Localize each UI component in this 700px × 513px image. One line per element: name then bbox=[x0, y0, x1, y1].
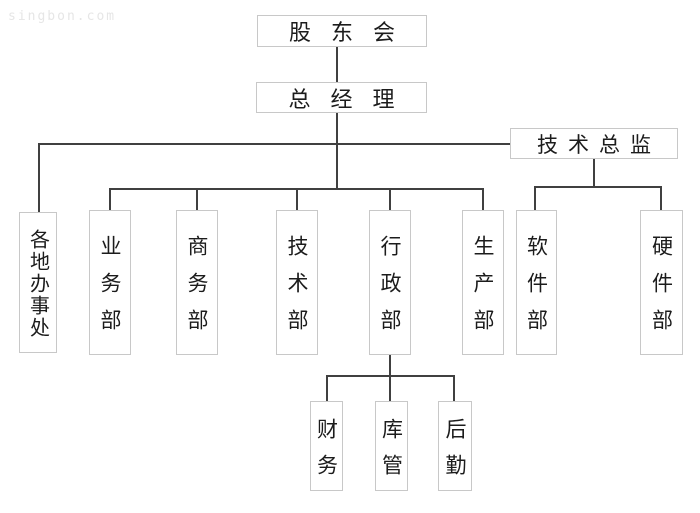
org-node-shareholders-label: 股东会 bbox=[288, 20, 415, 45]
org-node-commerce-dept-label: 商务部 bbox=[185, 235, 209, 346]
connector-drop-warehouse bbox=[389, 375, 391, 401]
org-node-warehouse-label: 库管 bbox=[379, 417, 404, 490]
org-node-tech-dept: 技术部 bbox=[276, 210, 318, 355]
watermark-text: singbon.com bbox=[8, 9, 117, 24]
org-node-shareholders: 股东会 bbox=[257, 15, 427, 47]
org-node-tech-director-label: 技术总监 bbox=[537, 132, 661, 157]
org-node-admin-dept-label: 行政部 bbox=[378, 235, 402, 346]
org-node-general-manager: 总经理 bbox=[256, 82, 427, 113]
connector-drop-software bbox=[534, 186, 536, 210]
connector-drop-offices bbox=[38, 143, 40, 212]
connector-gm-trunk bbox=[336, 113, 338, 190]
org-node-logistics-label: 后勤 bbox=[443, 417, 467, 490]
connector-drop-admin bbox=[389, 188, 391, 210]
connector-drop-commerce bbox=[196, 188, 198, 210]
org-node-tech-director: 技术总监 bbox=[510, 128, 678, 159]
connector-drop-tech-dept bbox=[296, 188, 298, 210]
org-node-tech-dept-label: 技术部 bbox=[285, 235, 309, 346]
connector-drop-business bbox=[109, 188, 111, 210]
org-node-business-dept: 业务部 bbox=[89, 210, 131, 355]
org-node-commerce-dept: 商务部 bbox=[176, 210, 218, 355]
org-node-finance: 财务 bbox=[310, 401, 343, 491]
org-node-production-dept-label: 生产部 bbox=[471, 235, 495, 346]
connector-drop-production bbox=[482, 188, 484, 210]
org-node-offices-label: 各地办事处 bbox=[26, 228, 49, 339]
org-node-warehouse: 库管 bbox=[375, 401, 408, 491]
connector-shareholders-gm bbox=[336, 47, 338, 83]
org-node-software-dept-label: 软件部 bbox=[524, 235, 549, 346]
connector-drop-finance bbox=[326, 375, 328, 401]
org-node-hardware-dept-label: 硬件部 bbox=[649, 235, 674, 346]
org-node-general-manager-label: 总经理 bbox=[288, 86, 415, 112]
connector-level1-rail bbox=[38, 143, 510, 145]
org-node-offices: 各地办事处 bbox=[19, 212, 57, 353]
connector-techdirector-drop bbox=[593, 159, 595, 188]
org-node-finance-label: 财务 bbox=[314, 417, 339, 490]
org-node-software-dept: 软件部 bbox=[516, 210, 557, 355]
org-node-production-dept: 生产部 bbox=[462, 210, 504, 355]
connector-drop-hardware bbox=[660, 186, 662, 210]
connector-techdirector-rail bbox=[534, 186, 662, 188]
org-node-logistics: 后勤 bbox=[438, 401, 472, 491]
connector-admin-drop bbox=[389, 355, 391, 376]
org-node-business-dept-label: 业务部 bbox=[98, 235, 122, 346]
org-node-admin-dept: 行政部 bbox=[369, 210, 411, 355]
connector-drop-logistics bbox=[453, 375, 455, 401]
org-node-hardware-dept: 硬件部 bbox=[640, 210, 683, 355]
